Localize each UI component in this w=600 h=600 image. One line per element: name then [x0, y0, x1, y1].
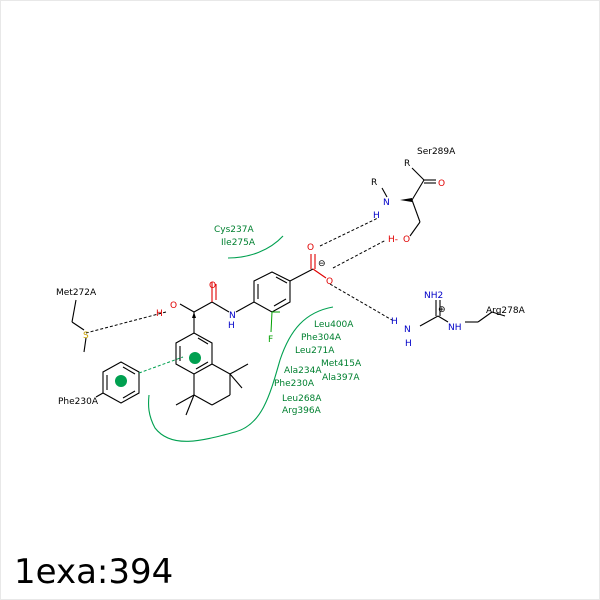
- carboxyl-oxygen-top: O: [307, 243, 314, 253]
- ser-carbonyl-oxygen: O: [438, 179, 445, 189]
- residue-label-phe230: Phe230A: [58, 397, 99, 407]
- carboxyl-oxygen-bottom: O: [326, 277, 333, 287]
- hbond-lines: [85, 217, 393, 334]
- arg-h-bottom: H: [405, 339, 412, 349]
- ser-hydroxyl-oxygen: O: [403, 235, 410, 245]
- plus-charge: ⊕: [438, 305, 446, 315]
- hydrophobic-label: Arg396A: [282, 406, 322, 416]
- hydrophobic-arc-main: [147, 306, 334, 442]
- hydrophobic-label: Met415A: [321, 359, 362, 369]
- hydrophobic-label: Phe230A: [274, 379, 315, 389]
- amide-oxygen: O: [209, 281, 216, 291]
- ser-nitrogen: N: [383, 198, 390, 208]
- pi-stack-line: [138, 356, 184, 374]
- ser-n-hydrogen: H: [373, 211, 380, 221]
- pi-center-phe230: [115, 375, 127, 387]
- ser-wedge-bond: [400, 198, 412, 202]
- residue-label-arg278: Arg278A: [486, 306, 526, 316]
- hydrophobic-label: Cys237A: [214, 225, 254, 235]
- ser-r-group: R: [404, 159, 410, 169]
- ligand-wedge-bond: [192, 312, 196, 318]
- ser-n-r-group: R: [371, 178, 377, 188]
- hydrophobic-label: Leu268A: [282, 394, 322, 404]
- hydrophobic-label: Phe304A: [301, 333, 342, 343]
- hydroxyl-hydrogen: H: [156, 309, 163, 319]
- arg-nh2: NH2: [424, 291, 443, 301]
- sulfur: S: [83, 331, 89, 341]
- arg-h-top: H: [391, 317, 398, 327]
- amide-hydrogen: H: [228, 321, 235, 331]
- fluorine-bond-2: [270, 311, 273, 333]
- amide-nitrogen: N: [229, 311, 236, 321]
- structure-id-label: 1exa:394: [14, 552, 174, 592]
- residue-label-met272: Met272A: [56, 288, 97, 298]
- arg-nitrogen: N: [404, 325, 411, 335]
- pi-center-ligand: [189, 352, 201, 364]
- arg-nh: NH: [448, 323, 462, 333]
- hydrophobic-label: Ile275A: [221, 238, 256, 248]
- hydrophobic-label: Leu400A: [314, 320, 354, 330]
- hydrophobic-label: Ala397A: [322, 373, 360, 383]
- minus-charge: ⊖: [318, 259, 326, 269]
- fluorine: F: [268, 335, 273, 345]
- residue-label-ser289: Ser289A: [417, 147, 456, 157]
- ser-hydroxyl-h: H-: [388, 235, 398, 245]
- hydrophobic-label: Ala234A: [284, 366, 322, 376]
- hydrophobic-label: Leu271A: [295, 346, 335, 356]
- carboxylate-bonds: [211, 254, 327, 302]
- hydrophobic-arc-top: [227, 235, 284, 259]
- hydroxyl-oxygen: O: [170, 301, 177, 311]
